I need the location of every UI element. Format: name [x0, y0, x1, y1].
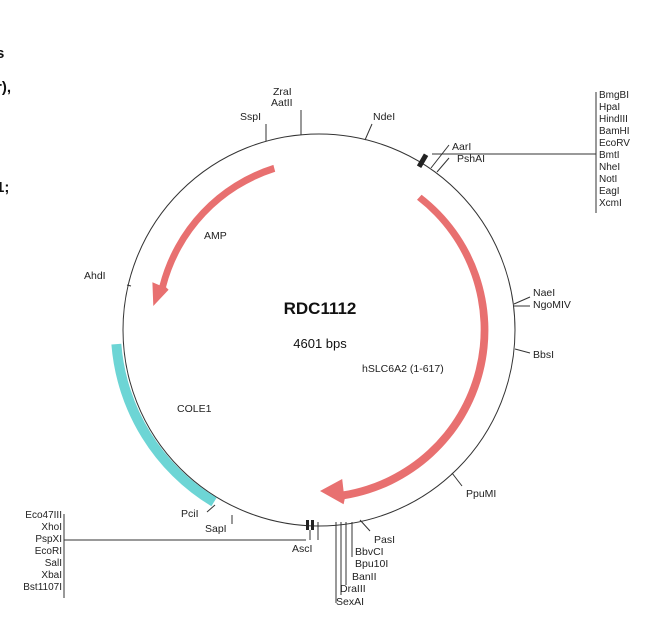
site-bbsi: BbsI [533, 349, 554, 361]
site-list-item: NheI [599, 162, 620, 173]
site-list-item: Eco47III [25, 510, 62, 521]
marker-bottom-1 [306, 520, 309, 530]
feature-label-amp: AMP [204, 230, 227, 242]
cole1-feature [111, 343, 217, 507]
site-ahdi: AhdI [84, 270, 106, 282]
site-list-item: HindIII [599, 114, 628, 125]
site-list-item: BmgBI [599, 90, 629, 101]
site-ticks [63, 92, 597, 603]
site-bbvci: BbvCI [355, 546, 384, 558]
site-bpu10i: Bpu10I [355, 558, 388, 570]
feature-label-cole1: COLE1 [177, 403, 212, 415]
site-pasi: PasI [374, 534, 395, 546]
site-asci: AscI [292, 543, 312, 555]
site-aari: AarI [452, 141, 471, 153]
backbone-circle [122, 133, 516, 527]
site-list-item: BamHI [599, 126, 630, 137]
site-list-item: SalI [45, 558, 62, 569]
marker-bottom-2 [311, 520, 314, 530]
site-list-item: XbaI [41, 570, 62, 581]
site-list-item: HpaI [599, 102, 620, 113]
site-sapi: SapI [205, 523, 227, 535]
plasmid-name: RDC1112 [284, 299, 357, 318]
site-ppumi: PpuMI [466, 488, 496, 500]
site-banii: BanII [352, 571, 377, 583]
site-draiii: DraIII [340, 583, 366, 595]
amp-arrow [152, 164, 276, 306]
site-pcii: PciI [181, 508, 199, 520]
site-list-item: PspXI [35, 534, 62, 545]
edge-text-3: 1; [0, 179, 9, 196]
top-right-site-list: BmgBI HpaI HindIII BamHI EcoRV BmtI NheI… [599, 90, 630, 209]
site-zrai: ZraI [273, 86, 292, 98]
site-list-item: Bst1107I [23, 582, 62, 593]
plasmid-size: 4601 bps [293, 336, 347, 351]
site-list-item: EcoRV [599, 138, 630, 149]
site-list-item: NotI [599, 174, 617, 185]
site-pshai: PshAI [457, 153, 485, 165]
site-list-item: EcoRI [35, 546, 62, 557]
site-list-item: EagI [599, 186, 620, 197]
site-list-item: XhoI [41, 522, 62, 533]
bottom-left-site-list: Eco47III XhoI PspXI EcoRI SalI XbaI Bst1… [23, 510, 62, 593]
site-sspi: SspI [240, 111, 261, 123]
marker-top-right [416, 153, 429, 169]
site-list-item: BmtI [599, 150, 620, 161]
site-sexai: SexAI [336, 596, 364, 608]
edge-text-1: s [0, 45, 4, 62]
site-aatii: AatII [271, 97, 293, 109]
site-naei: NaeI [533, 287, 555, 299]
site-ndei: NdeI [373, 111, 395, 123]
feature-label-insert: hSLC6A2 (1-617) [362, 363, 444, 375]
site-list-item: XcmI [599, 198, 622, 209]
edge-text-2: r), [0, 79, 11, 96]
site-ngomiv: NgoMIV [533, 299, 571, 311]
